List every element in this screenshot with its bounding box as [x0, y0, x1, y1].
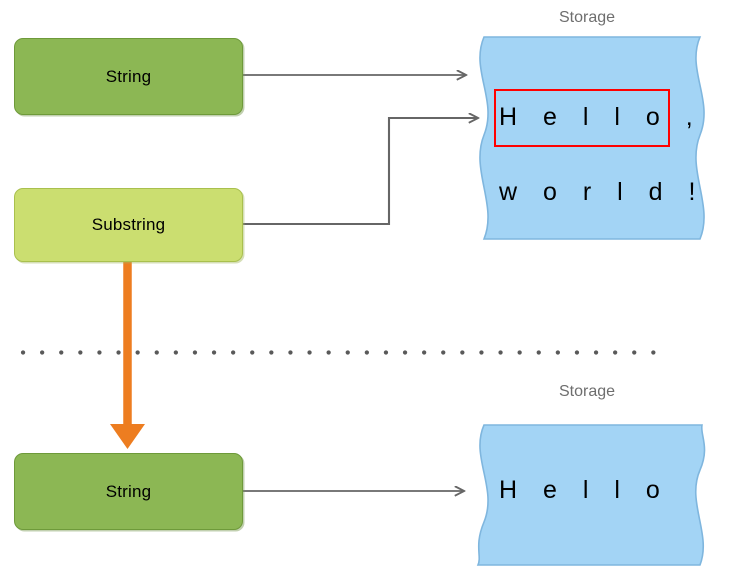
connector-substring-to-string-arrowhead [110, 424, 145, 449]
node-substring[interactable]: Substring [14, 188, 243, 262]
storage-content-bottom-line1: H e l l o [499, 476, 670, 504]
storage-label-bottom: Storage [558, 383, 616, 400]
storage-shape-bottom [476, 424, 706, 566]
storage-label-top: Storage [558, 9, 616, 26]
node-string-bottom[interactable]: String [14, 453, 243, 530]
storage-content-top-line2: w o r l d ! [499, 178, 705, 206]
node-string-top[interactable]: String [14, 38, 243, 115]
connector-substring-to-storage [243, 118, 478, 226]
substring-highlight-box [494, 89, 670, 147]
storage-shape-top [479, 36, 705, 240]
storage-content-top-line1: H e l l o , [499, 103, 703, 131]
